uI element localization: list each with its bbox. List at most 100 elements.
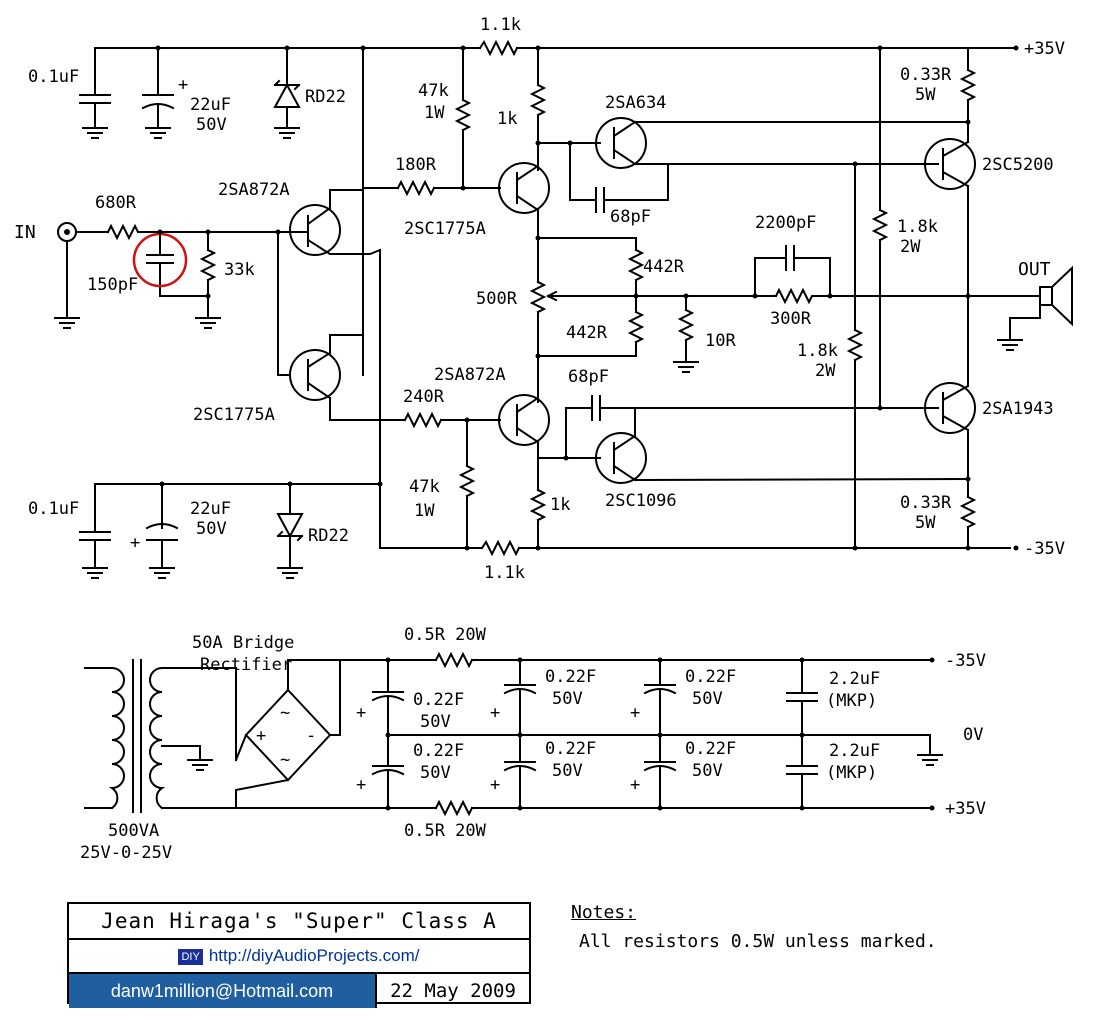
psu-neg-label: -35V (945, 651, 986, 671)
r-top-label: 1.1k (480, 15, 521, 35)
output-node: 10R 2200pF 300R OUT (635, 213, 1073, 373)
mkp1b: (MKP) (826, 691, 877, 711)
q3-label: 2SC1775A (404, 219, 486, 239)
driver-resistors: 1.8k 2W 1.8k 2W (797, 45, 938, 549)
bot-cap1-label: 0.1uF (28, 499, 79, 519)
notes-heading: Notes: (571, 902, 637, 923)
diy-logo: DIY (178, 948, 203, 965)
q7-transistor: 2SC5200 0.33R 5W (900, 47, 1054, 297)
bot-zener-label: RD22 (308, 526, 349, 546)
bridge-ac1: ~ (280, 703, 290, 723)
q8-label: 2SA1943 (982, 399, 1054, 419)
out-label: OUT (1018, 259, 1051, 280)
mkp2: 2.2uF (829, 741, 880, 761)
title: Jean Hiraga's "Super" Class A (69, 904, 529, 940)
c3a-v: 50V (692, 689, 723, 709)
url-row: DIY http://diyAudioProjects.com/ (69, 940, 529, 974)
r18b-w: 2W (815, 361, 836, 381)
psu-pos-label: +35V (945, 799, 986, 819)
xfmr1-label: 500VA (108, 821, 159, 841)
top-cap2v-label: 50V (196, 115, 227, 135)
q6-transistor: 2SC1096 68pF (537, 367, 970, 511)
in-label: IN (14, 222, 36, 243)
notes: Notes: All resistors 0.5W unless marked. (571, 902, 937, 952)
psu-r-bot: 0.5R 20W (404, 821, 487, 841)
p5: + (630, 703, 640, 723)
mkp1: 2.2uF (829, 669, 880, 689)
c2a: 0.22F (545, 667, 596, 687)
input-rb-label: 33k (224, 260, 255, 280)
top-cap2-label: 22uF (190, 95, 231, 115)
r-bot-label: 1.1k (484, 563, 525, 583)
date: 22 May 2009 (390, 980, 516, 1002)
q3-transistor: 2SC1775A (404, 162, 550, 239)
q5-label: 2SA634 (605, 93, 666, 113)
notes-body: All resistors 0.5W unless marked. (579, 931, 937, 952)
r033a-label: 0.33R (900, 65, 952, 85)
r47k-a-w: 1W (424, 103, 445, 123)
r18b-label: 1.8k (797, 341, 838, 361)
title-block: Jean Hiraga's "Super" Class A DIY http://… (67, 902, 531, 1008)
c3b-v: 50V (692, 761, 723, 781)
r442a-label: 442R (643, 257, 685, 277)
input-r-label: 680R (95, 193, 137, 213)
q8-transistor: 2SA1943 0.33R 5W (632, 295, 1054, 549)
r47k-a-label: 47k (418, 81, 449, 101)
r033b-w: 5W (915, 513, 936, 533)
input-stage: IN 680R 150pF 33k (14, 193, 291, 376)
c1b: 0.22F (413, 741, 464, 761)
c1a: 0.22F (413, 690, 464, 710)
r10-label: 10R (705, 331, 736, 351)
xfmr2-label: 25V-0-25V (80, 843, 172, 863)
positive-rail: +35V 1.1k (94, 15, 1065, 59)
mkp2b: (MKP) (826, 763, 877, 783)
r1k-b-label: 1k (550, 495, 570, 515)
q4-transistor: 2SA872A (434, 365, 550, 491)
url-link[interactable]: http://diyAudioProjects.com/ (208, 946, 420, 965)
r47k-b-w: 1W (414, 501, 435, 521)
r240: 240R (399, 387, 501, 429)
psu-filter: 0.5R 20W -35V 0V 0.5R 20W +35V 0.22F50V … (235, 625, 986, 841)
pot-label: 500R (476, 289, 518, 309)
r18a-label: 1.8k (897, 217, 938, 237)
author-row: danw1million@Hotmail.com 22 May 2009 (69, 974, 529, 1008)
q7-label: 2SC5200 (982, 155, 1054, 175)
r47k-top: 47k 1W (418, 45, 472, 189)
bot-cap2v-label: 50V (196, 519, 227, 539)
rail-neg-label: -35V (1024, 539, 1065, 559)
bridge-minus: - (306, 726, 316, 746)
c1a-v: 50V (420, 712, 451, 732)
rail-pos-label: +35V (1024, 39, 1065, 59)
email-badge: danw1million@Hotmail.com (69, 974, 377, 1008)
c68a-label: 68pF (610, 207, 651, 227)
r033a-w: 5W (915, 85, 936, 105)
c2a-v: 50V (552, 689, 583, 709)
r180: 180R (362, 155, 501, 197)
q1-label: 2SA872A (218, 180, 290, 200)
r300-label: 300R (770, 309, 812, 329)
c2b: 0.22F (545, 739, 596, 759)
q2-label: 2SC1775A (193, 405, 275, 425)
p4: + (490, 775, 500, 795)
psu-zero-label: 0V (963, 725, 983, 745)
top-zener-label: RD22 (305, 87, 346, 107)
input-c-label: 150pF (87, 275, 138, 295)
negative-rail: -35V 1.1k (379, 539, 1065, 583)
q5-transistor: 2SA634 68pF (537, 93, 969, 227)
c2b-v: 50V (552, 761, 583, 781)
r442b-label: 442R (566, 323, 608, 343)
r180-label: 180R (395, 155, 437, 175)
bridge1-label: 50A Bridge (192, 633, 294, 653)
c68b-label: 68pF (568, 367, 609, 387)
bottom-decoupling: 0.1uF + 22uF 50V RD22 (28, 481, 383, 579)
c3b: 0.22F (685, 739, 736, 759)
r1k-top: 1k (497, 45, 547, 171)
q2-transistor: 2SC1775A (193, 334, 401, 425)
psu-r-top: 0.5R 20W (404, 625, 487, 645)
bridge-plus: + (256, 726, 266, 746)
c2200-label: 2200pF (755, 213, 816, 233)
q1-transistor: 2SA872A (218, 180, 382, 256)
r47k-b-label: 47k (409, 477, 440, 497)
q6-label: 2SC1096 (605, 491, 677, 511)
p3: + (490, 703, 500, 723)
